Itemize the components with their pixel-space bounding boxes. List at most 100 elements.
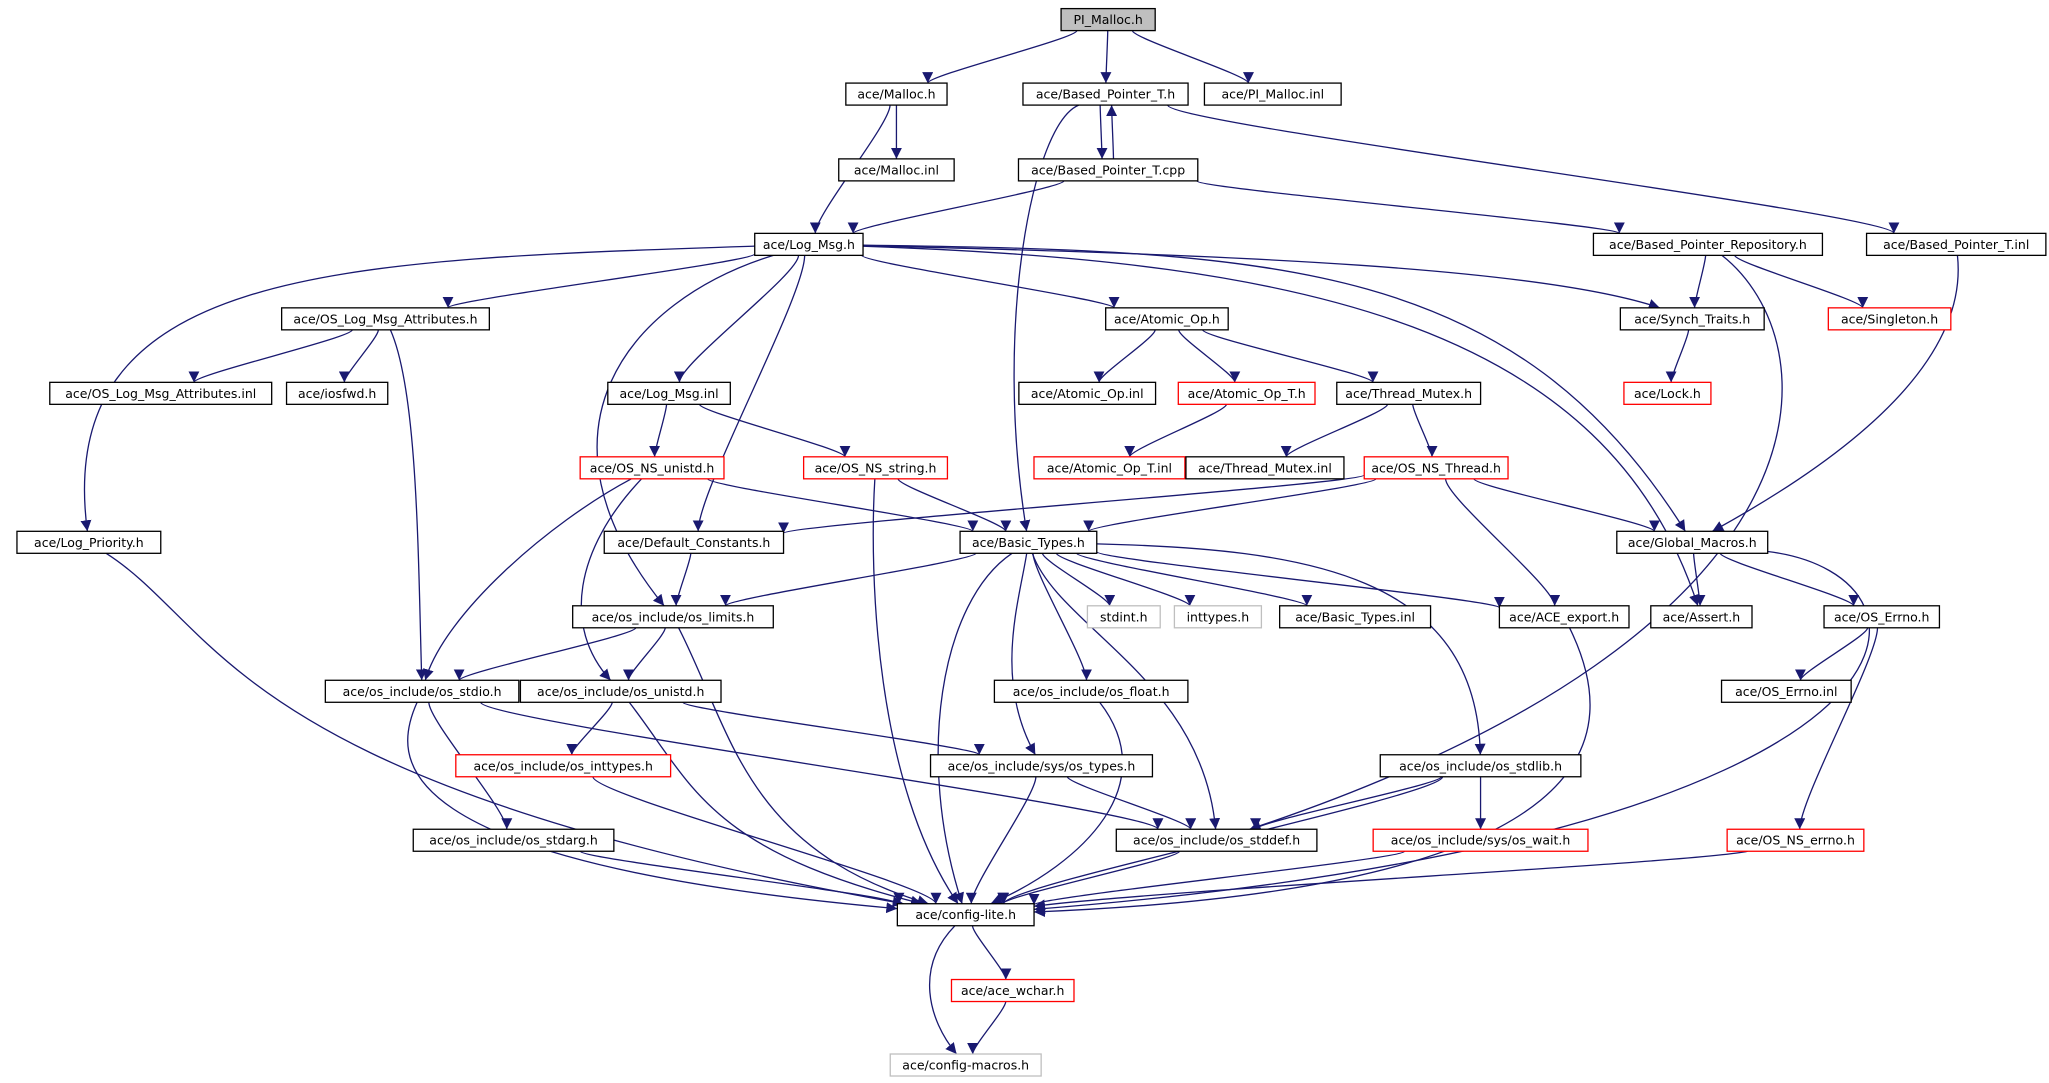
edge-os-types-h-to-config-lite-h: [965, 776, 1037, 904]
node-iosfwd-h[interactable]: ace/iosfwd.h: [285, 381, 389, 405]
node-global-macros-h[interactable]: ace/Global_Macros.h: [1616, 530, 1769, 554]
node-label: ace/config-lite.h: [915, 907, 1016, 922]
node-pi-malloc-inl[interactable]: ace/PI_Malloc.inl: [1203, 82, 1342, 106]
node-os-ns-errno-h[interactable]: ace/OS_NS_errno.h: [1726, 828, 1865, 852]
edge-log-msg-h-to-assert-h: [863, 245, 1700, 606]
node-based-pointer-repository-h[interactable]: ace/Based_Pointer_Repository.h: [1592, 232, 1824, 257]
node-pi-malloc-h[interactable]: PI_Malloc.h: [1060, 7, 1156, 32]
node-os-stdarg-h[interactable]: ace/os_include/os_stdarg.h: [412, 828, 615, 852]
node-log-msg-inl[interactable]: ace/Log_Msg.inl: [607, 381, 731, 405]
node-label: PI_Malloc.h: [1073, 12, 1142, 27]
node-label: ace/Log_Msg.h: [763, 237, 855, 252]
node-os-log-msg-attributes-h[interactable]: ace/OS_Log_Msg_Attributes.h: [280, 307, 490, 331]
node-os-limits-h[interactable]: ace/os_include/os_limits.h: [572, 605, 774, 629]
node-os-stdlib-h[interactable]: ace/os_include/os_stdlib.h: [1379, 754, 1582, 778]
edge-basic-types-h-to-inttypes-h: [1055, 552, 1196, 607]
node-ace-wchar-h[interactable]: ace/ace_wchar.h: [950, 978, 1075, 1003]
node-box: [754, 232, 864, 257]
node-os-ns-string-h[interactable]: ace/OS_NS_string.h: [802, 456, 949, 480]
node-synch-traits-h[interactable]: ace/Synch_Traits.h: [1619, 307, 1765, 331]
node-thread-mutex-h[interactable]: ace/Thread_Mutex.h: [1336, 381, 1482, 405]
node-label: ace/Atomic_Op.inl: [1031, 386, 1144, 401]
node-box: [1865, 232, 2047, 257]
node-ace-export-h[interactable]: ace/ACE_export.h: [1498, 605, 1630, 629]
node-inttypes-h[interactable]: inttypes.h: [1173, 605, 1263, 629]
node-based-pointer-t-h[interactable]: ace/Based_Pointer_T.h: [1022, 82, 1189, 106]
node-label: ace/Based_Pointer_Repository.h: [1609, 237, 1807, 252]
edge-os-stdarg-h-to-config-lite-h: [579, 850, 904, 905]
node-os-types-h[interactable]: ace/os_include/sys/os_types.h: [929, 754, 1154, 778]
node-box: [1060, 7, 1156, 32]
node-lock-h[interactable]: ace/Lock.h: [1623, 381, 1712, 405]
node-box: [455, 754, 672, 778]
node-based-pointer-t-cpp[interactable]: ace/Based_Pointer_T.cpp: [1017, 158, 1199, 182]
node-box: [845, 82, 948, 106]
node-singleton-h[interactable]: ace/Singleton.h: [1827, 307, 1952, 331]
node-log-priority-h[interactable]: ace/Log_Priority.h: [16, 530, 162, 554]
edge-based-pointer-t-cpp-to-log-msg-h: [847, 180, 1065, 234]
node-box: [572, 605, 774, 629]
node-os-ns-unistd-h[interactable]: ace/OS_NS_unistd.h: [579, 456, 725, 480]
node-os-log-msg-attributes-inl[interactable]: ace/OS_Log_Msg_Attributes.inl: [49, 381, 273, 405]
node-os-float-h[interactable]: ace/os_include/os_float.h: [993, 679, 1189, 703]
node-stdint-h[interactable]: stdint.h: [1086, 605, 1161, 629]
node-box: [1720, 679, 1852, 703]
node-os-inttypes-h[interactable]: ace/os_include/os_inttypes.h: [455, 754, 672, 778]
node-os-wait-h[interactable]: ace/os_include/sys/os_wait.h: [1372, 828, 1589, 852]
edge-thread-mutex-h-to-os-ns-thread-h: [1412, 404, 1438, 457]
node-os-stddef-h[interactable]: ace/os_include/os_stddef.h: [1115, 828, 1318, 852]
nodes-layer: PI_Malloc.h ace/Malloc.h ace/Based_Pointer…: [16, 7, 2047, 1077]
node-box: [1823, 605, 1941, 629]
node-label: ace/Based_Pointer_T.h: [1036, 87, 1175, 102]
node-label: ace/OS_NS_string.h: [815, 460, 937, 475]
edge-basic-types-h-to-os-stddef-h: [1031, 553, 1221, 830]
node-label: ace/Based_Pointer_T.inl: [1883, 237, 2029, 252]
node-atomic-op-t-inl[interactable]: ace/Atomic_Op_T.inl: [1033, 456, 1186, 480]
edge-os-ns-thread-h-to-basic-types-h: [1083, 478, 1377, 532]
edge-os-limits-h-to-os-stdio-h: [453, 627, 637, 681]
edge-basic-types-h-to-os-float-h: [1032, 553, 1092, 681]
node-config-lite-h[interactable]: ace/config-lite.h: [896, 903, 1035, 927]
node-box: [1650, 605, 1753, 629]
node-label: ace/Thread_Mutex.h: [1345, 386, 1472, 401]
node-label: ace/Atomic_Op_T.inl: [1047, 460, 1172, 475]
node-label: ace/os_include/os_stddef.h: [1133, 833, 1300, 848]
node-thread-mutex-inl[interactable]: ace/Thread_Mutex.inl: [1185, 456, 1345, 480]
edge-log-msg-inl-to-os-ns-unistd-h: [649, 404, 668, 457]
edge-pi-malloc-h-to-based-pointer-t-h: [1100, 30, 1112, 84]
node-box: [1372, 828, 1589, 852]
node-os-errno-h[interactable]: ace/OS_Errno.h: [1823, 605, 1941, 629]
edge-atomic-op-h-to-thread-mutex-h: [1201, 329, 1379, 383]
node-box: [1033, 456, 1186, 480]
node-malloc-h[interactable]: ace/Malloc.h: [845, 82, 948, 106]
edge-global-macros-h-to-os-errno-h: [1719, 552, 1860, 607]
node-label: ace/Basic_Types.inl: [1295, 609, 1415, 624]
edge-os-errno-h-to-os-errno-inl: [1795, 627, 1869, 681]
node-atomic-op-inl[interactable]: ace/Atomic_Op.inl: [1018, 381, 1157, 405]
node-box: [324, 679, 520, 703]
edge-pi-malloc-h-to-malloc-h: [922, 29, 1078, 84]
node-atomic-op-h[interactable]: ace/Atomic_Op.h: [1105, 307, 1229, 331]
node-malloc-inl[interactable]: ace/Malloc.inl: [838, 158, 955, 182]
node-label: ace/os_include/os_float.h: [1013, 684, 1170, 699]
node-log-msg-h[interactable]: ace/Log_Msg.h: [754, 232, 864, 257]
node-label: stdint.h: [1100, 609, 1148, 624]
node-config-macros-h[interactable]: ace/config-macros.h: [889, 1053, 1042, 1077]
edge-basic-types-h-to-os-limits-h: [720, 552, 977, 607]
node-label: ace/Malloc.h: [857, 87, 935, 102]
node-box: [1177, 381, 1316, 405]
node-assert-h[interactable]: ace/Assert.h: [1650, 605, 1753, 629]
node-box: [929, 754, 1154, 778]
node-os-ns-thread-h[interactable]: ace/OS_NS_Thread.h: [1363, 456, 1509, 480]
node-os-errno-inl[interactable]: ace/OS_Errno.inl: [1720, 679, 1852, 703]
node-os-stdio-h[interactable]: ace/os_include/os_stdio.h: [324, 679, 520, 703]
node-basic-types-h[interactable]: ace/Basic_Types.h: [959, 530, 1098, 554]
node-basic-types-inl[interactable]: ace/Basic_Types.inl: [1279, 605, 1432, 629]
node-based-pointer-t-inl[interactable]: ace/Based_Pointer_T.inl: [1865, 232, 2047, 257]
node-atomic-op-t-h[interactable]: ace/Atomic_Op_T.h: [1177, 381, 1316, 405]
node-os-unistd-h[interactable]: ace/os_include/os_unistd.h: [519, 679, 722, 703]
node-default-constants-h[interactable]: ace/Default_Constants.h: [603, 530, 785, 554]
node-box: [1363, 456, 1509, 480]
edge-log-msg-h-to-global-macros-h: [863, 244, 1686, 532]
node-label: ace/Global_Macros.h: [1628, 535, 1757, 550]
